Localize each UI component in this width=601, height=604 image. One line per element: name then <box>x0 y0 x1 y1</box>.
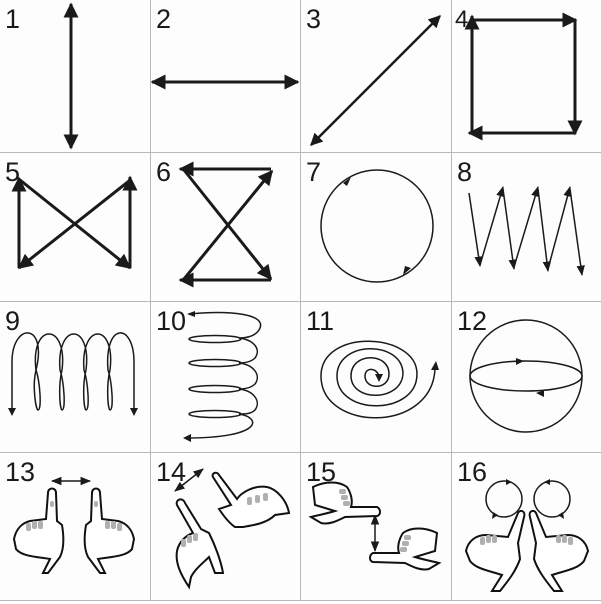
hourglass-path-icon <box>178 161 274 288</box>
two-finger-spread-diagonal-icon <box>174 468 291 590</box>
gesture-cell-15: 15 <box>301 453 451 600</box>
gesture-cell-6: 6 <box>151 153 300 301</box>
gesture-number: 14 <box>156 457 187 487</box>
gesture-number: 16 <box>457 457 488 487</box>
grid-divider-horizontal <box>0 452 601 453</box>
gesture-cell-14: 14 <box>151 453 300 600</box>
spring-coil-icon <box>183 311 262 442</box>
square-path-icon <box>464 12 583 141</box>
gesture-cell-13: 13 <box>0 453 150 600</box>
diagonal-arrow-icon <box>310 15 441 146</box>
grid-border-bottom <box>0 600 601 601</box>
grid-divider-horizontal <box>0 301 601 302</box>
gesture-cell-10: 10 <box>151 302 300 452</box>
gesture-number: 10 <box>156 306 187 336</box>
gesture-number: 11 <box>306 306 335 336</box>
two-finger-rotate-icon <box>464 479 590 592</box>
gesture-cell-7: 7 <box>301 153 451 301</box>
grid-divider-vertical <box>300 0 301 601</box>
gesture-cell-11: 11 <box>301 302 451 452</box>
gesture-number: 8 <box>457 157 473 187</box>
gesture-cell-16: 16 <box>452 453 601 600</box>
gesture-number: 5 <box>5 157 21 187</box>
right-hand-icon <box>528 509 590 592</box>
two-finger-spread-vertical-icon <box>308 481 442 571</box>
gesture-number: 13 <box>5 457 36 487</box>
gesture-cell-3: 3 <box>301 0 451 152</box>
horizontal-loops-icon <box>8 332 138 416</box>
grid-divider-horizontal <box>0 152 601 153</box>
vertical-arrow-icon <box>63 2 79 150</box>
grid-divider-vertical <box>150 0 151 601</box>
two-finger-spread-horizontal-icon <box>12 476 136 574</box>
gesture-cell-12: 12 <box>452 302 601 452</box>
gesture-cell-8: 8 <box>452 153 601 301</box>
gesture-cell-1: 1 <box>0 0 150 152</box>
horizontal-arrow-icon <box>151 74 300 90</box>
gesture-number: 3 <box>306 4 322 34</box>
gesture-number: 4 <box>455 6 469 33</box>
gesture-number: 15 <box>306 457 337 487</box>
sphere-icon <box>469 319 583 433</box>
bowtie-path-icon <box>11 175 138 270</box>
gesture-cell-9: 9 <box>0 302 150 452</box>
gesture-number: 9 <box>5 306 21 336</box>
left-hand-icon <box>464 509 526 592</box>
gesture-number: 1 <box>5 4 21 34</box>
gesture-cell-4: 4 <box>452 0 601 152</box>
lower-hand-icon <box>175 498 225 590</box>
left-hand-icon <box>12 487 65 574</box>
circle-clockwise-icon <box>320 169 434 283</box>
spiral-icon <box>320 340 439 419</box>
gesture-number: 12 <box>457 306 488 336</box>
gesture-number: 7 <box>306 157 322 187</box>
zigzag-path-icon <box>468 185 585 277</box>
gesture-cell-2: 2 <box>151 0 300 152</box>
grid-divider-vertical <box>451 0 452 601</box>
gesture-number: 2 <box>156 4 172 34</box>
right-hand-icon <box>83 487 136 574</box>
gesture-cell-5: 5 <box>0 153 150 301</box>
gesture-number: 6 <box>156 157 172 187</box>
